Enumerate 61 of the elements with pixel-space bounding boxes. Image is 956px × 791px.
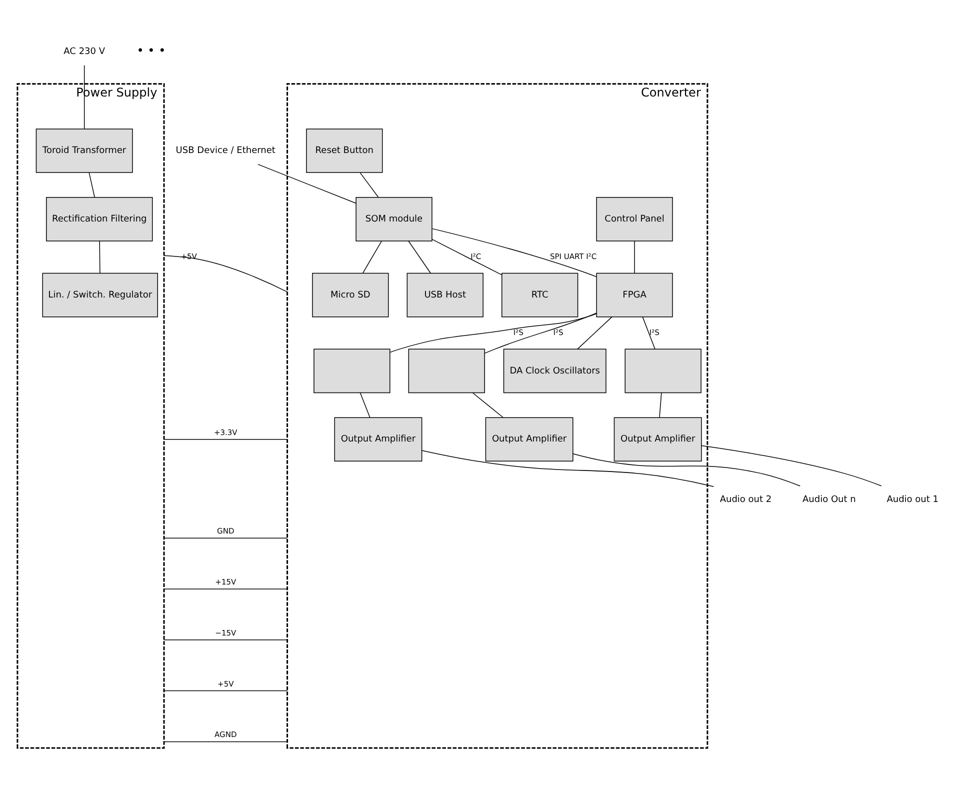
- connector: [634, 240, 635, 273]
- node-box: SOM module: [356, 196, 432, 241]
- connector: [258, 163, 356, 204]
- node-box: Rectification Filtering: [46, 196, 153, 241]
- node-box: RTC: [502, 272, 578, 317]
- node-box: FPGA: [596, 272, 673, 317]
- connector: [88, 172, 95, 198]
- node-box: USB Host: [406, 272, 484, 317]
- connector: [164, 740, 288, 742]
- edge-label: I²S: [649, 327, 660, 336]
- edge-label: +5V: [218, 678, 234, 688]
- connector: [84, 64, 85, 129]
- node-text: Audio out 1: [886, 494, 939, 504]
- edge-label: +15V: [215, 576, 236, 586]
- edge-label: GND: [217, 526, 234, 536]
- edge-label: −15V: [215, 628, 236, 637]
- node-box: [408, 348, 485, 393]
- edge-label: AGND: [214, 730, 237, 739]
- connector: [472, 392, 504, 418]
- connector: [701, 444, 882, 486]
- connector: [408, 240, 431, 273]
- connector: [164, 588, 288, 589]
- connector: [164, 438, 288, 440]
- connector: [390, 312, 597, 352]
- connector: [432, 238, 502, 275]
- connector: [484, 312, 597, 354]
- node-text: Audio out 2: [720, 494, 772, 504]
- node-text: AC 230 V: [64, 46, 106, 56]
- connector: [164, 690, 288, 691]
- node-box: Toroid Transformer: [36, 128, 133, 172]
- node-text: USB Device / Ethernet: [176, 146, 276, 156]
- label: • • •: [136, 42, 166, 57]
- connector: [164, 537, 288, 538]
- node-box: Output Amplifier: [485, 416, 574, 462]
- node-box: Reset Button: [306, 128, 383, 172]
- edge-label: +3.3V: [214, 427, 238, 436]
- connector: [642, 316, 656, 349]
- connector: [99, 240, 100, 273]
- node-box: Lin. / Switch. Regulator: [42, 272, 158, 317]
- edge-label: SPI UART I²C: [550, 251, 597, 260]
- connector: [360, 172, 379, 198]
- connector: [164, 254, 288, 292]
- connector: [432, 228, 597, 277]
- connector: [362, 240, 382, 273]
- node-box: [624, 348, 702, 393]
- edge-label: I²C: [470, 251, 482, 260]
- connector: [577, 316, 612, 349]
- node-box: Micro SD: [312, 272, 389, 317]
- connector: [572, 452, 800, 486]
- edge-label: I²S: [553, 327, 564, 336]
- node-box: Output Amplifier: [614, 416, 702, 462]
- connector: [164, 639, 288, 640]
- node-text: Audio Out n: [802, 494, 856, 504]
- node-box: Output Amplifier: [334, 416, 422, 462]
- node-box: [314, 348, 390, 393]
- connector: [360, 392, 370, 418]
- node-box: DA Clock Oscillators: [503, 348, 606, 393]
- connector: [659, 392, 662, 418]
- node-box: Control Panel: [596, 196, 673, 241]
- connector: [422, 450, 714, 486]
- edge-label: I²S: [513, 327, 524, 336]
